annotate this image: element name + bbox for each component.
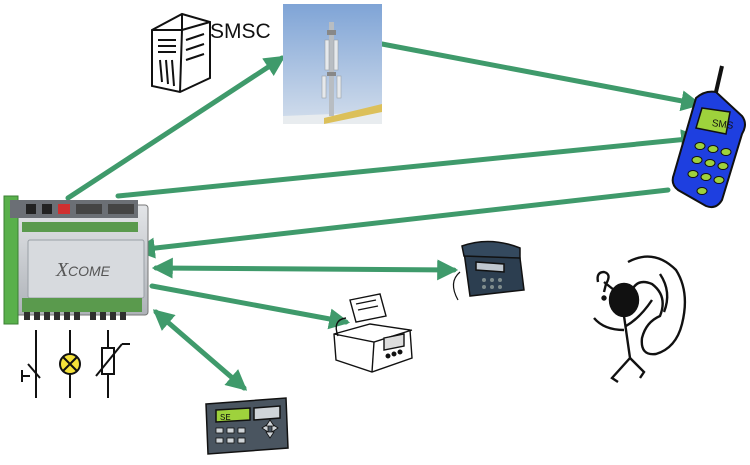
fax-machine-icon	[333, 293, 413, 373]
arrow-device-to-fax	[149, 283, 351, 330]
arrow-device-to-mobile	[115, 129, 703, 199]
mobile-screen-text: SMS	[711, 118, 734, 132]
arrow-antenna-to-mobile	[379, 41, 703, 112]
arrow-device-to-antenna	[65, 55, 286, 201]
mobile-phone-icon: SMS	[671, 65, 746, 209]
resistor-symbol-icon	[95, 330, 130, 398]
desk-phone-icon	[452, 240, 525, 301]
control-panel-icon: SE	[205, 397, 289, 455]
arrow-device-desk-phone	[151, 257, 459, 281]
device-brand-label: COME	[68, 263, 111, 279]
antenna-tower-icon	[283, 4, 382, 124]
connection-arrows	[65, 41, 703, 391]
lamp-symbol-icon	[59, 330, 81, 398]
confused-caller-icon	[593, 255, 687, 383]
controller-device-icon: X COME	[3, 195, 149, 325]
device-brand-prefix: X	[55, 259, 69, 281]
switch-symbol-icon	[21, 330, 41, 398]
arrow-mobile-to-device	[133, 187, 671, 259]
server-icon	[151, 12, 211, 94]
smsc-label: SMSC	[210, 20, 271, 43]
arrow-device-control-panel	[152, 309, 248, 391]
panel-display-text: SE	[220, 413, 231, 423]
